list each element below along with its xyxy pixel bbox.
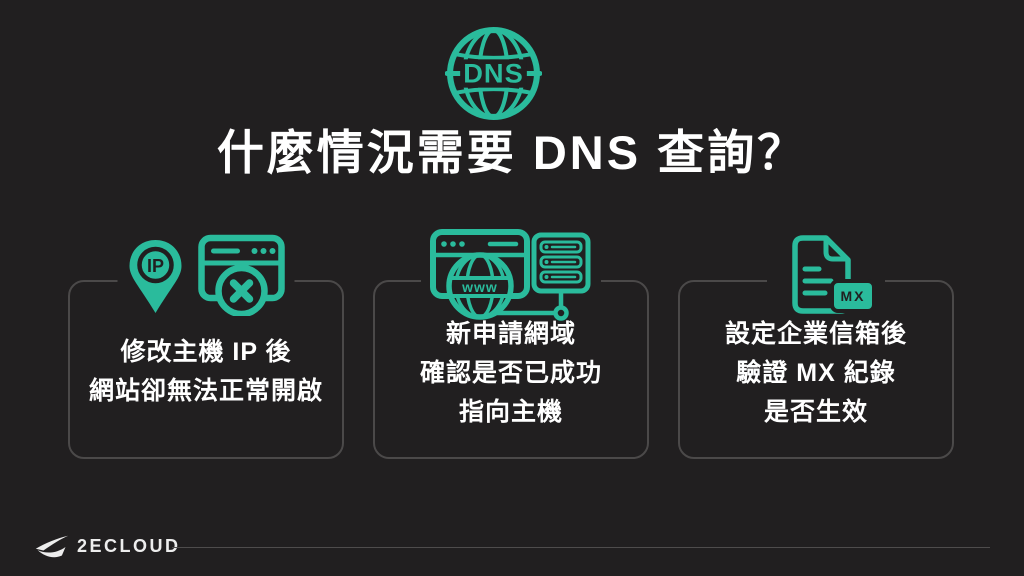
card-text-line: 確認是否已成功 <box>419 359 602 387</box>
browser-error-icon <box>198 234 285 316</box>
card-text-line: 修改主機 IP 後 <box>120 338 292 366</box>
ip-pin-label: IP <box>147 256 164 276</box>
dns-globe-icon: DNS <box>445 27 542 120</box>
document-mx-icon: MX <box>792 235 876 314</box>
card-new-domain: www <box>373 229 649 459</box>
card-text-line: 指向主機 <box>458 398 563 426</box>
card-text-line: 網站卻無法正常開啟 <box>88 377 323 405</box>
mx-badge-label: MX <box>841 288 866 304</box>
card-new-domain-text: 新申請網域 確認是否已成功 指向主機 <box>375 315 647 432</box>
dns-globe-label: DNS <box>463 58 524 89</box>
card-mx-record: MX 設定企業信箱後 驗證 MX 紀錄 是否生效 <box>678 235 954 459</box>
www-browser-server-icon: www <box>430 229 591 321</box>
card-text-line: 是否生效 <box>763 398 868 426</box>
use-case-cards: IP <box>68 229 954 459</box>
card-ip-change-icons: IP <box>117 234 295 316</box>
brand-swoosh-icon <box>35 535 69 558</box>
www-label: www <box>461 279 498 295</box>
card-text-line: 驗證 MX 紀錄 <box>736 359 896 387</box>
footer-divider-line <box>172 547 990 548</box>
brand-logo: 2ECLOUD <box>34 534 181 559</box>
ip-pin-icon: IP <box>129 240 182 313</box>
brand-name: 2ECLOUD <box>77 536 181 556</box>
card-new-domain-icons: www <box>421 229 601 323</box>
card-ip-change-text: 修改主機 IP 後 網站卻無法正常開啟 <box>70 333 342 411</box>
card-mx-record-icons: MX <box>767 235 885 315</box>
card-text-line: 新申請網域 <box>445 320 576 348</box>
card-mx-record-text: 設定企業信箱後 驗證 MX 紀錄 是否生效 <box>680 315 952 432</box>
page-title: 什麼情況需要 DNS 查詢？ <box>216 126 808 179</box>
card-ip-change: IP <box>68 234 344 459</box>
card-text-line: 設定企業信箱後 <box>724 320 907 348</box>
footer: 2ECLOUD <box>34 534 990 562</box>
